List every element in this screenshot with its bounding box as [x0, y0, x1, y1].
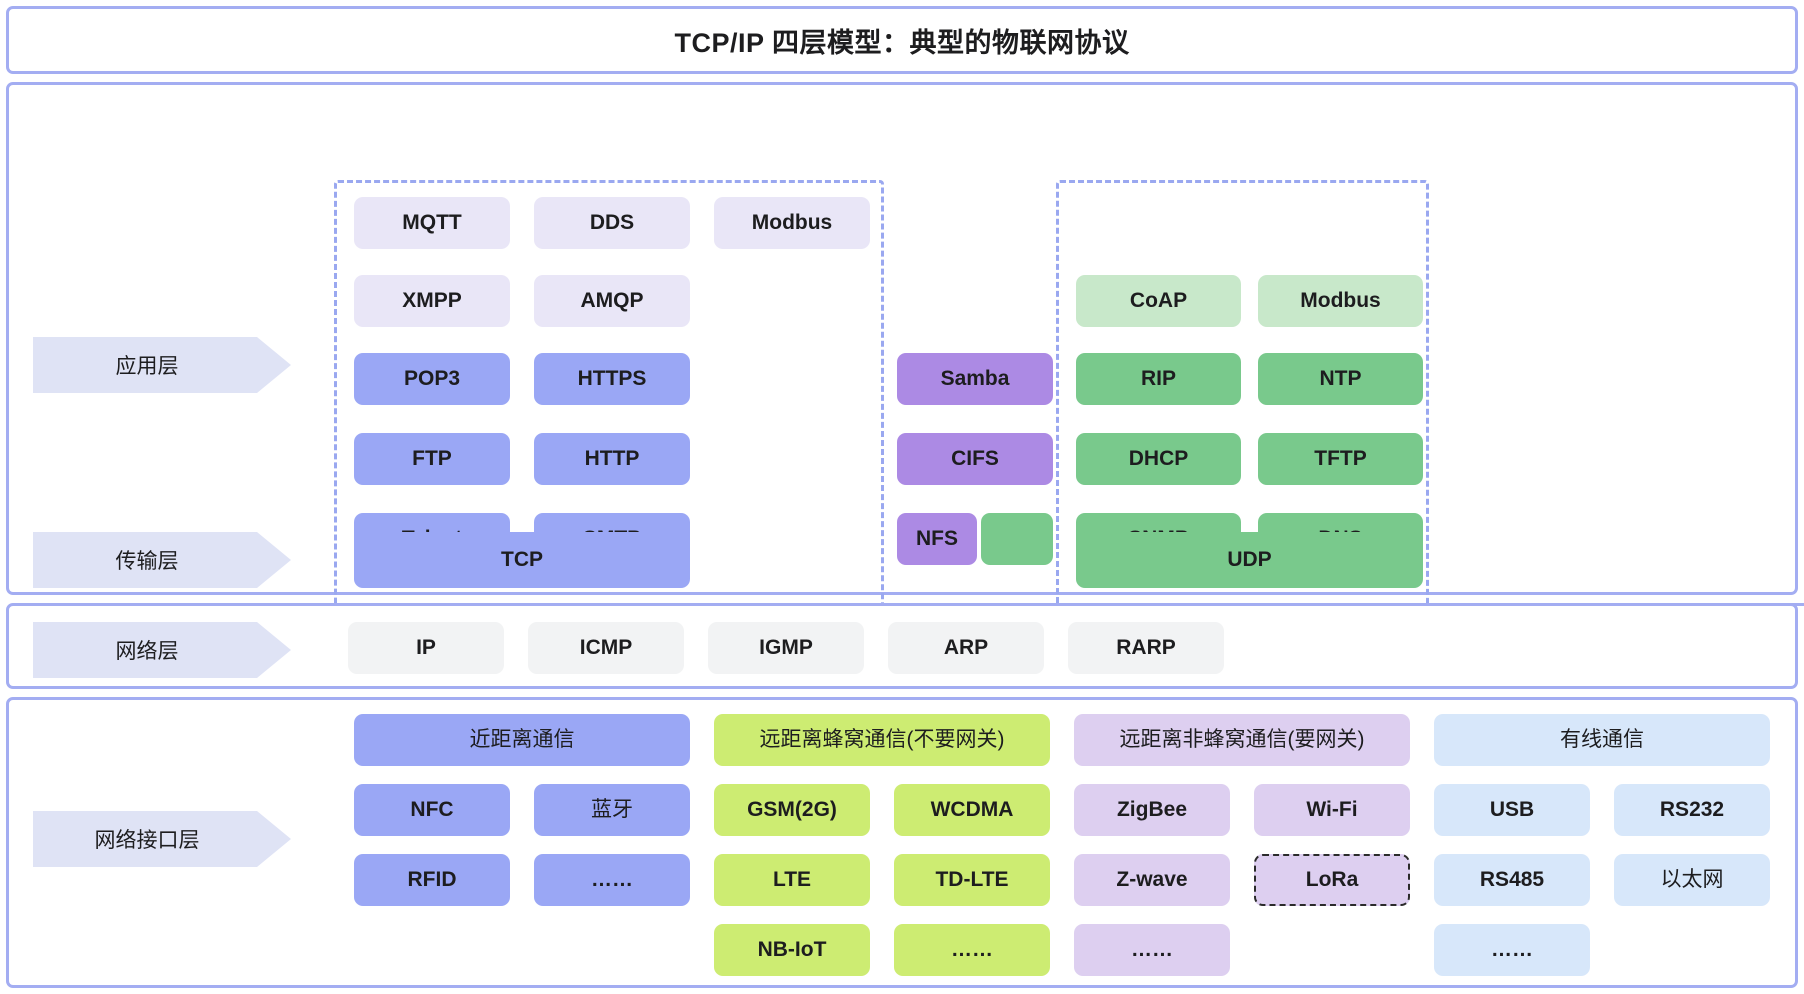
link-chip-wired-more[interactable]: ……: [1434, 924, 1590, 976]
link-group-header-short-range: 近距离通信: [354, 714, 690, 766]
protocol-chip-modbus-tcp[interactable]: Modbus: [714, 197, 870, 249]
link-chip-zigbee[interactable]: ZigBee: [1074, 784, 1230, 836]
link-chip-zwave[interactable]: Z-wave: [1074, 854, 1230, 906]
protocol-chip-nfs-udp-blank[interactable]: [981, 513, 1053, 565]
layer-label-link: 网络接口层: [33, 811, 291, 867]
layer-label-network: 网络层: [33, 622, 291, 678]
link-chip-cellular-more[interactable]: ……: [894, 924, 1050, 976]
protocol-chip-rip[interactable]: RIP: [1076, 353, 1241, 405]
link-chip-lte[interactable]: LTE: [714, 854, 870, 906]
network-layer-frame: 网络层 IP ICMP IGMP ARP RARP: [6, 603, 1798, 689]
protocol-chip-modbus-udp[interactable]: Modbus: [1258, 275, 1423, 327]
protocol-chip-amqp[interactable]: AMQP: [534, 275, 690, 327]
protocol-chip-ftp[interactable]: FTP: [354, 433, 510, 485]
link-chip-rfid[interactable]: RFID: [354, 854, 510, 906]
protocol-chip-mqtt[interactable]: MQTT: [354, 197, 510, 249]
protocol-chip-tftp[interactable]: TFTP: [1258, 433, 1423, 485]
tcp-protocol-group-outline: [334, 180, 884, 665]
link-chip-nbiot[interactable]: NB-IoT: [714, 924, 870, 976]
protocol-chip-icmp[interactable]: ICMP: [528, 622, 684, 674]
link-chip-usb[interactable]: USB: [1434, 784, 1590, 836]
link-chip-noncellular-more[interactable]: ……: [1074, 924, 1230, 976]
layer-label-transport: 传输层: [33, 532, 291, 588]
protocol-chip-ntp[interactable]: NTP: [1258, 353, 1423, 405]
link-chip-rs485[interactable]: RS485: [1434, 854, 1590, 906]
link-layer-frame: 网络接口层 近距离通信 NFC 蓝牙 RFID …… 远距离蜂窝通信(不要网关)…: [6, 697, 1798, 988]
link-chip-wifi[interactable]: Wi-Fi: [1254, 784, 1410, 836]
link-chip-bluetooth[interactable]: 蓝牙: [534, 784, 690, 836]
protocol-chip-pop3[interactable]: POP3: [354, 353, 510, 405]
link-chip-rs232[interactable]: RS232: [1614, 784, 1770, 836]
protocol-chip-coap[interactable]: CoAP: [1076, 275, 1241, 327]
udp-protocol-group-outline: [1056, 180, 1429, 665]
protocol-chip-igmp[interactable]: IGMP: [708, 622, 864, 674]
protocol-chip-https[interactable]: HTTPS: [534, 353, 690, 405]
link-chip-tdlte[interactable]: TD-LTE: [894, 854, 1050, 906]
link-chip-ethernet[interactable]: 以太网: [1614, 854, 1770, 906]
protocol-chip-udp[interactable]: UDP: [1076, 532, 1423, 588]
link-chip-wcdma[interactable]: WCDMA: [894, 784, 1050, 836]
link-group-header-noncellular: 远距离非蜂窝通信(要网关): [1074, 714, 1410, 766]
protocol-chip-ip[interactable]: IP: [348, 622, 504, 674]
protocol-chip-http[interactable]: HTTP: [534, 433, 690, 485]
protocol-chip-tcp[interactable]: TCP: [354, 532, 690, 588]
link-chip-short-range-more[interactable]: ……: [534, 854, 690, 906]
link-chip-gsm2g[interactable]: GSM(2G): [714, 784, 870, 836]
protocol-chip-nfs[interactable]: NFS: [897, 513, 977, 565]
protocol-chip-cifs[interactable]: CIFS: [897, 433, 1053, 485]
protocol-chip-rarp[interactable]: RARP: [1068, 622, 1224, 674]
page-title: TCP/IP 四层模型：典型的物联网协议: [674, 27, 1130, 58]
application-transport-frame: 应用层 传输层 MQTT XMPP POP3 FTP Telnet DDS AM…: [6, 82, 1804, 665]
title-frame: TCP/IP 四层模型：典型的物联网协议: [6, 6, 1798, 74]
protocol-chip-dds[interactable]: DDS: [534, 197, 690, 249]
link-chip-nfc[interactable]: NFC: [354, 784, 510, 836]
protocol-chip-arp[interactable]: ARP: [888, 622, 1044, 674]
link-group-header-cellular: 远距离蜂窝通信(不要网关): [714, 714, 1050, 766]
protocol-chip-xmpp[interactable]: XMPP: [354, 275, 510, 327]
protocol-chip-samba[interactable]: Samba: [897, 353, 1053, 405]
link-group-header-wired: 有线通信: [1434, 714, 1770, 766]
link-chip-lora[interactable]: LoRa: [1254, 854, 1410, 906]
protocol-chip-dhcp[interactable]: DHCP: [1076, 433, 1241, 485]
layer-label-application: 应用层: [33, 337, 291, 393]
